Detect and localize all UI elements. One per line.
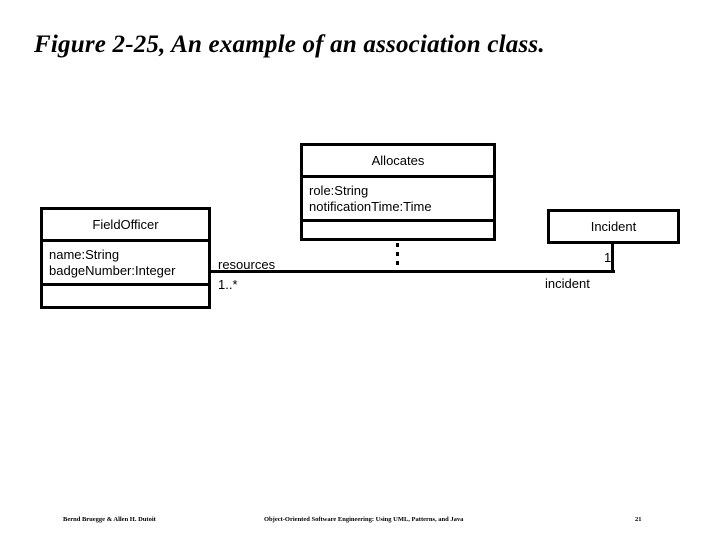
association-role-resources: resources [218, 257, 276, 272]
attribute-role: role:String [309, 183, 369, 198]
attribute-name: name:String [49, 247, 120, 262]
footer-book-title: Object-Oriented Software Engineering: Us… [264, 516, 464, 523]
attribute-notification-time: notificationTime:Time [309, 198, 432, 214]
association-class-dashed-connector [396, 243, 399, 271]
class-name-allocates: Allocates [303, 146, 493, 175]
uml-class-incident[interactable]: Incident [547, 209, 680, 244]
association-line-incident-stem [611, 241, 614, 272]
page-title: Figure 2-25, An example of an associatio… [34, 31, 545, 58]
footer-page-number: 21 [635, 516, 642, 523]
class-operations-allocates [303, 219, 493, 238]
class-name-incident: Incident [550, 212, 677, 241]
association-multiplicity-right: 1 [604, 250, 612, 265]
association-line [211, 270, 615, 273]
association-multiplicity-left: 1..* [218, 277, 238, 292]
class-name-fieldofficer: FieldOfficer [43, 210, 208, 239]
footer-authors: Bernd Bruegge & Allen H. Dutoit [63, 516, 156, 523]
uml-class-fieldofficer[interactable]: FieldOfficer name:String badgeNumber:Int… [40, 207, 211, 309]
class-attributes-fieldofficer: name:String badgeNumber:Integer [43, 239, 208, 283]
class-attributes-allocates: role:String notificationTime:Time [303, 175, 493, 219]
association-role-incident: incident [545, 276, 590, 291]
class-operations-fieldofficer [43, 283, 208, 306]
attribute-badge-number: badgeNumber:Integer [49, 262, 176, 278]
uml-class-allocates[interactable]: Allocates role:String notificationTime:T… [300, 143, 496, 241]
